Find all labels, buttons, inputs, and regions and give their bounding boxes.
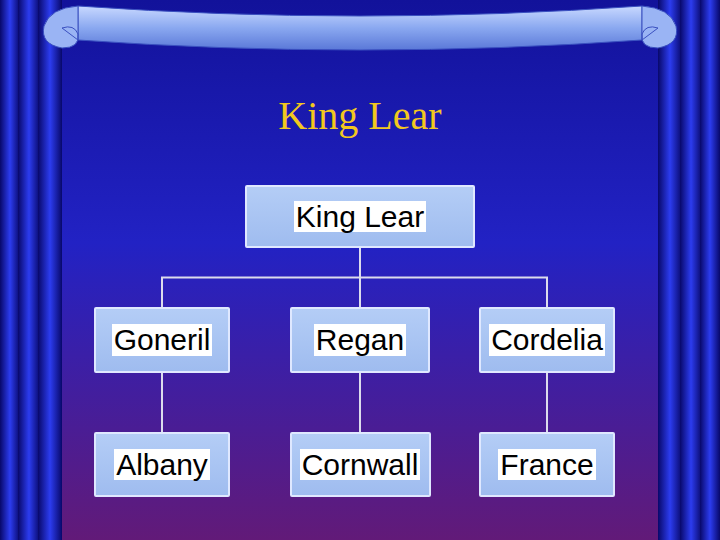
family-line (162, 248, 360, 307)
family-box: Albany (94, 432, 230, 497)
family-line (546, 373, 548, 432)
family-line (161, 373, 163, 432)
name-label: Albany (114, 449, 210, 481)
name-label: Cordelia (489, 324, 605, 356)
family-box: Regan (290, 307, 430, 373)
family-box: King Lear (245, 185, 475, 248)
family-line (359, 373, 361, 432)
family-line (360, 248, 547, 307)
family-box: Cornwall (290, 432, 431, 497)
scroll-banner (43, 6, 676, 50)
name-label: King Lear (294, 201, 426, 233)
family-box: Goneril (94, 307, 230, 373)
right-curtain (658, 0, 720, 540)
left-curtain (0, 0, 62, 540)
name-label: France (498, 449, 595, 481)
name-label: Regan (314, 324, 406, 356)
family-box: France (479, 432, 615, 497)
name-label: Cornwall (300, 449, 421, 481)
slide-title: King Lear (60, 94, 660, 138)
family-box: Cordelia (479, 307, 615, 373)
name-label: Goneril (112, 324, 213, 356)
